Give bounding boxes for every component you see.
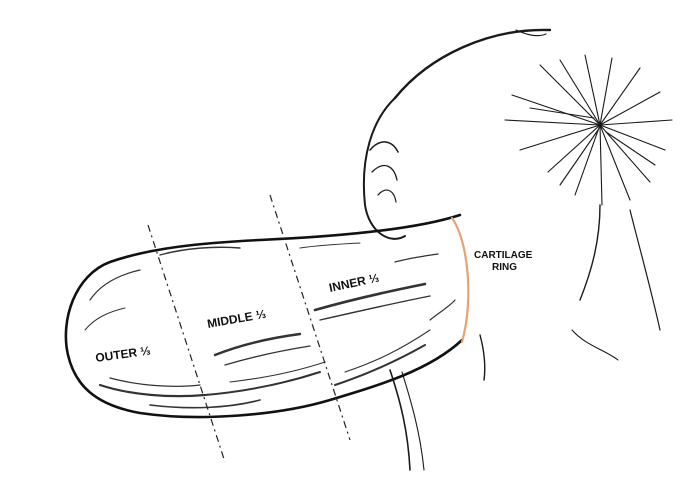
label-outer-third: OUTER ⅓ (94, 343, 151, 365)
label-cartilage: CARTILAGE (474, 250, 533, 261)
divider-outer-middle (148, 225, 225, 462)
hair-tuft (505, 55, 672, 205)
cartilage-ring-line (452, 218, 468, 342)
label-ring: RING (492, 262, 517, 273)
label-middle-third: MIDDLE ⅓ (206, 307, 267, 331)
third-dividers (148, 195, 350, 462)
divider-middle-inner (270, 195, 350, 440)
canal-hatching (85, 243, 455, 408)
label-inner-third: INNER ⅓ (328, 271, 380, 295)
